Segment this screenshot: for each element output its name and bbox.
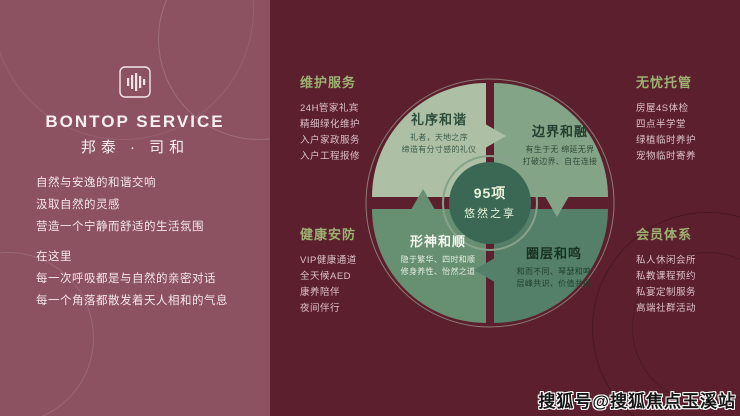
service-item: 四点半学堂 [636,119,687,130]
service-count: 95项 [473,185,507,201]
service-item: 康养陪伴 [300,287,341,298]
service-item: 私教课程预约 [636,271,697,282]
intro-paragraph-1: 自然与安逸的和谐交响 汲取自然的灵感 营造一个宁静而舒适的生活氛围 [36,172,251,238]
service-item: 精细绿化维护 [300,119,361,130]
quadrant-line: 缔造有分寸感的礼仪 [401,145,477,154]
intro-line: 汲取自然的灵感 [36,199,120,211]
quadrant-boundary-fusion: 边界和融 有生于无 绵延无界 打破边界、自在连接 [504,121,616,168]
brand-subtitle: 邦泰 · 司和 [80,139,190,156]
quadrant-circle-resonance: 圈层和鸣 和而不同、琴瑟和鸣 层峰共识、价值共振 [498,243,610,290]
service-item: VIP健康通道 [300,255,357,266]
service-count-caption: 悠然之享 [464,208,516,220]
quadrant-title: 形神和顺 [409,234,466,249]
service-item: 24H管家礼宾 [300,103,359,114]
brand-title: BONTOP SERVICE [45,112,225,131]
intro-line: 每一次呼吸都是与自然的亲密对话 [36,273,216,285]
intro-line: 营造一个宁静而舒适的生活氛围 [36,221,204,233]
intro-line: 每一个角落都散发着天人相和的气息 [36,295,228,307]
quadrant-line: 层峰共识、价值共振 [516,279,592,288]
pinwheel-graphic [365,78,615,328]
service-item: 私宴定制服务 [636,287,697,298]
quadrant-line: 修身养性、怡然之道 [400,267,476,276]
quadrant-line: 隐于繁华、四时和顺 [400,255,476,264]
service-item: 夜间伴行 [300,303,341,314]
service-item: 全天候AED [300,271,352,282]
service-item: 宠物临时寄养 [636,151,697,162]
service-group-membership: 会员体系 私人休闲会所 私教课程预约 私宴定制服务 高端社群活动 [636,224,740,317]
service-item: 入户工程报修 [300,151,361,162]
quadrant-ritual-harmony: 礼序和谐 礼者，天地之序 缔造有分寸感的礼仪 [378,109,500,156]
quadrant-line: 打破边界、自在连接 [522,157,598,166]
service-group-heading: 健康安防 [300,227,357,242]
service-group-health-security: 健康安防 VIP健康通道 全天候AED 康养陪伴 夜间伴行 [300,224,410,317]
service-group-heading: 会员体系 [636,227,693,242]
quadrant-title: 礼序和谐 [410,112,467,127]
service-group-maintenance: 维护服务 24H管家礼宾 精细绿化维护 入户家政服务 入户工程报修 [300,72,410,165]
wheel-center-label: 95项 悠然之享 [440,183,540,221]
service-item: 私人休闲会所 [636,255,697,266]
quadrant-body-mind-order: 形神和顺 隐于繁华、四时和顺 修身养性、怡然之道 [378,231,498,278]
brand-panel: BONTOP SERVICE 邦泰 · 司和 自然与安逸的和谐交响 汲取自然的灵… [0,0,360,416]
intro-line: 自然与安逸的和谐交响 [36,177,156,189]
service-group-heading: 无忧托管 [636,75,693,90]
quadrant-line: 有生于无 绵延无界 [525,145,595,154]
intro-line: 在这里 [36,251,72,263]
quadrant-title: 圈层和鸣 [525,246,582,261]
service-item: 入户家政服务 [300,135,361,146]
service-group-care: 无忧托管 房屋4S体检 四点半学堂 绿植临时养护 宠物临时寄养 [636,72,740,165]
bontop-logo-icon [0,64,270,105]
service-group-heading: 维护服务 [300,75,357,90]
service-item: 高端社群活动 [636,303,697,314]
service-wheel-diagram: 礼序和谐 礼者，天地之序 缔造有分寸感的礼仪 边界和融 有生于无 绵延无界 打破… [360,73,620,333]
service-item: 绿植临时养护 [636,135,697,146]
intro-paragraph-2: 在这里 每一次呼吸都是与自然的亲密对话 每一个角落都散发着天人相和的气息 [36,246,251,312]
quadrant-title: 边界和融 [531,124,588,139]
service-panel: 维护服务 24H管家礼宾 精细绿化维护 入户家政服务 入户工程报修 健康安防 V… [270,0,740,416]
quadrant-line: 和而不同、琴瑟和鸣 [516,267,592,276]
watermark: 搜狐号@搜狐焦点玉溪站 [538,392,736,411]
quadrant-line: 礼者，天地之序 [409,133,469,142]
service-item: 房屋4S体检 [636,103,689,114]
